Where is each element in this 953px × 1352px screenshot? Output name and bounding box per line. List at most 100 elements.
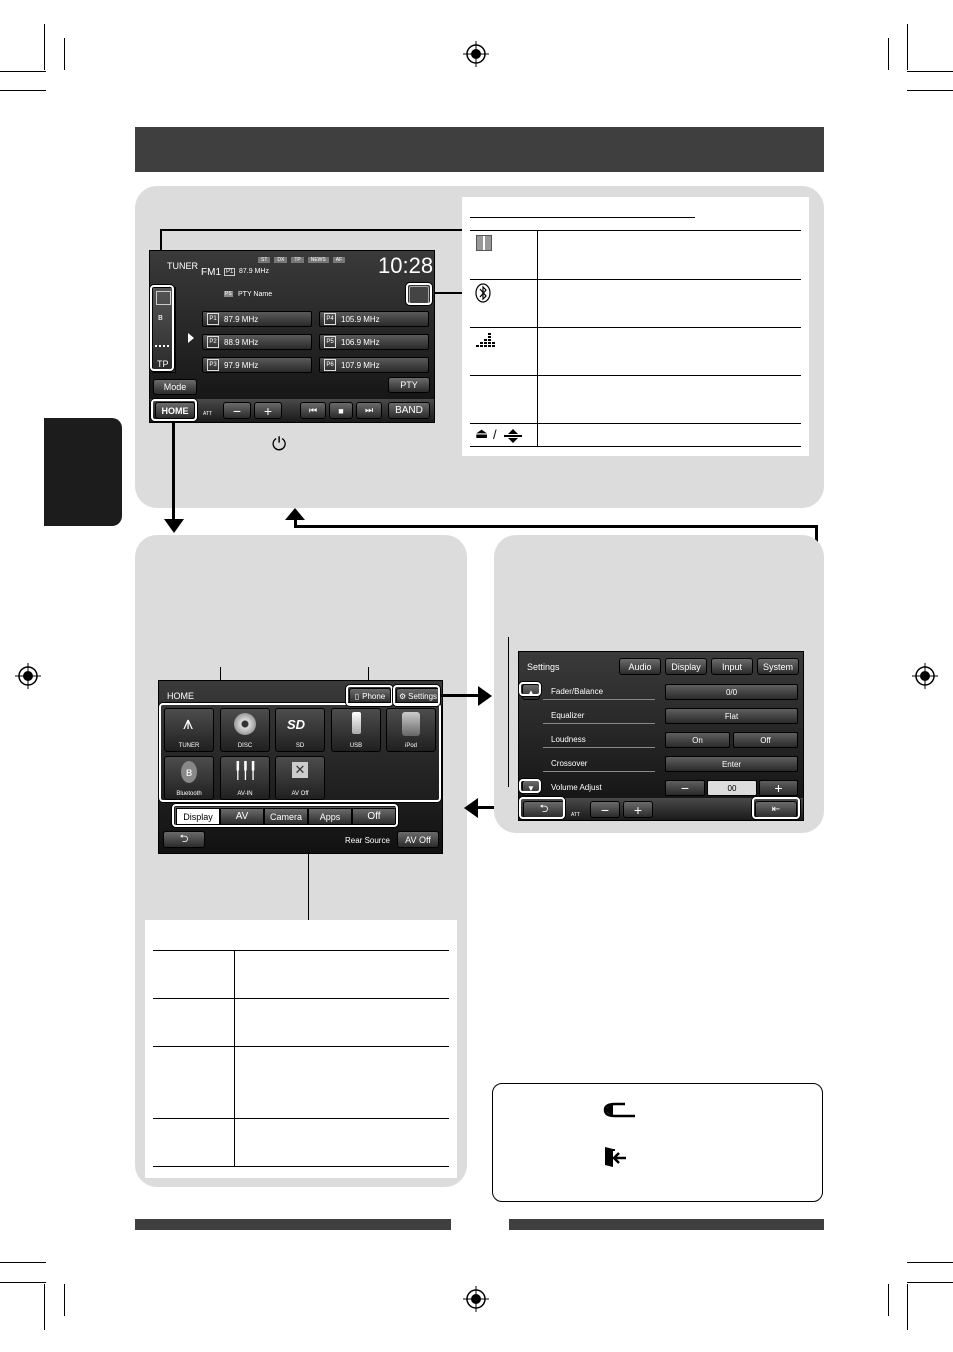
crop-mark xyxy=(64,38,65,70)
tab-display[interactable]: Display xyxy=(176,808,220,825)
seek-back-button[interactable]: ⏮ xyxy=(300,402,326,419)
crop-mark xyxy=(907,90,953,91)
indicator-row: ST DX TP NEWS AF xyxy=(258,257,346,263)
tab-camera[interactable]: Camera xyxy=(264,808,308,825)
loudness-on[interactable]: On xyxy=(665,732,730,748)
bottom-tabs: Display AV Camera Apps Off xyxy=(175,807,397,826)
crop-mark xyxy=(0,1262,46,1263)
tab-off[interactable]: Off xyxy=(352,808,396,825)
av-in-icon: ╿╿╿ xyxy=(233,763,258,780)
tab-display[interactable]: Display xyxy=(665,658,707,675)
setting-loudness: Loudness xyxy=(543,732,655,748)
bluetooth-icon[interactable]: ʙ xyxy=(158,312,163,322)
att-button[interactable]: ATT xyxy=(571,812,581,818)
app-switch-icon[interactable] xyxy=(156,291,171,305)
table-row xyxy=(153,950,449,951)
mode-button[interactable]: Mode xyxy=(153,379,197,395)
att-button[interactable]: ATT xyxy=(203,411,213,417)
indicator-news: NEWS xyxy=(307,257,329,263)
app-av-off[interactable]: ✕AV Off xyxy=(275,756,325,800)
crossover-enter[interactable]: Enter xyxy=(665,756,798,772)
table-column-separator xyxy=(234,950,235,1166)
equalizer-icon[interactable] xyxy=(155,335,169,347)
back-icon xyxy=(603,1102,635,1118)
section-title-bar xyxy=(135,127,824,172)
legend-box xyxy=(492,1083,823,1202)
volume-up-button[interactable]: + xyxy=(623,801,653,818)
home-highlight xyxy=(151,399,197,421)
home-button[interactable]: HOME xyxy=(155,402,195,419)
expand-icon[interactable] xyxy=(188,333,194,343)
phone-icon: ▯ xyxy=(354,691,360,701)
volume-up-button[interactable]: + xyxy=(254,402,282,419)
tabs-highlight xyxy=(172,804,398,827)
table-row xyxy=(470,375,801,376)
bluetooth-icon: ʙ xyxy=(181,761,197,783)
flow-arrow-line xyxy=(294,525,818,528)
seek-forward-button[interactable]: ⏭ xyxy=(356,402,382,419)
setting-equalizer: Equalizer xyxy=(543,708,655,724)
volume-adjust-minus[interactable]: − xyxy=(665,780,705,796)
fader-balance-value[interactable]: 0/0 xyxy=(665,684,798,700)
tab-system[interactable]: System xyxy=(757,658,799,675)
table-row xyxy=(153,1166,449,1167)
app-disc[interactable]: DISC xyxy=(220,708,270,752)
indicator-tp: TP xyxy=(291,257,304,263)
back-icon: ⮌ xyxy=(179,833,189,845)
callout-line xyxy=(308,852,309,920)
crop-mark xyxy=(64,1284,65,1316)
power-icon: ⏻ xyxy=(272,434,287,455)
tab-av[interactable]: AV xyxy=(220,808,264,825)
source-name: TUNER xyxy=(167,261,198,271)
band-button[interactable]: BAND xyxy=(388,402,430,419)
app-av-in[interactable]: ╿╿╿AV-IN xyxy=(220,756,270,800)
tab-audio[interactable]: Audio xyxy=(619,658,661,675)
volume-down-button[interactable]: − xyxy=(223,402,251,419)
app-ipod[interactable]: iPod xyxy=(386,708,436,752)
tab-apps[interactable]: Apps xyxy=(308,808,352,825)
tab-input[interactable]: Input xyxy=(711,658,753,675)
crop-mark xyxy=(907,1284,908,1330)
gear-icon: ⚙ xyxy=(398,691,407,701)
app-usb[interactable]: USB xyxy=(331,708,381,752)
tuner-screen: TUNER FM1 P1 87.9 MHz ST DX TP NEWS AF 1… xyxy=(149,250,435,423)
volume-adjust-plus[interactable]: + xyxy=(759,780,798,796)
tp-button[interactable]: TP xyxy=(157,359,169,369)
registration-mark-icon xyxy=(463,41,489,67)
loudness-off[interactable]: Off xyxy=(733,732,798,748)
app-tuner[interactable]: ⩚TUNER xyxy=(164,708,214,752)
pty-search-button[interactable]: PTY xyxy=(388,377,430,393)
exit-icon xyxy=(605,1147,626,1167)
registration-mark-icon xyxy=(15,663,41,689)
usb-icon xyxy=(352,712,361,734)
table-row xyxy=(153,1118,449,1119)
table-column-separator xyxy=(537,230,538,446)
stop-button[interactable]: ■ xyxy=(329,402,353,419)
slash-separator: / xyxy=(493,427,497,442)
back-button[interactable]: ⮌ xyxy=(163,831,205,848)
indicator-st: ST xyxy=(258,257,271,263)
table-row xyxy=(470,279,801,280)
crop-mark xyxy=(907,1282,953,1283)
footer-stripe xyxy=(509,1219,824,1230)
table-row xyxy=(153,998,449,999)
callout-line xyxy=(368,667,369,687)
table-header-line xyxy=(470,217,695,218)
av-off-button[interactable]: AV Off xyxy=(397,831,439,848)
callout-line xyxy=(508,637,509,787)
volume-down-button[interactable]: − xyxy=(590,801,620,818)
crop-mark xyxy=(907,24,908,70)
equalizer-value[interactable]: Flat xyxy=(665,708,798,724)
equalizer-icon xyxy=(476,333,495,347)
eject-icon: ⏏ xyxy=(475,426,489,442)
table-row xyxy=(470,446,801,447)
icon-description-table: ⏏ / xyxy=(462,197,809,456)
